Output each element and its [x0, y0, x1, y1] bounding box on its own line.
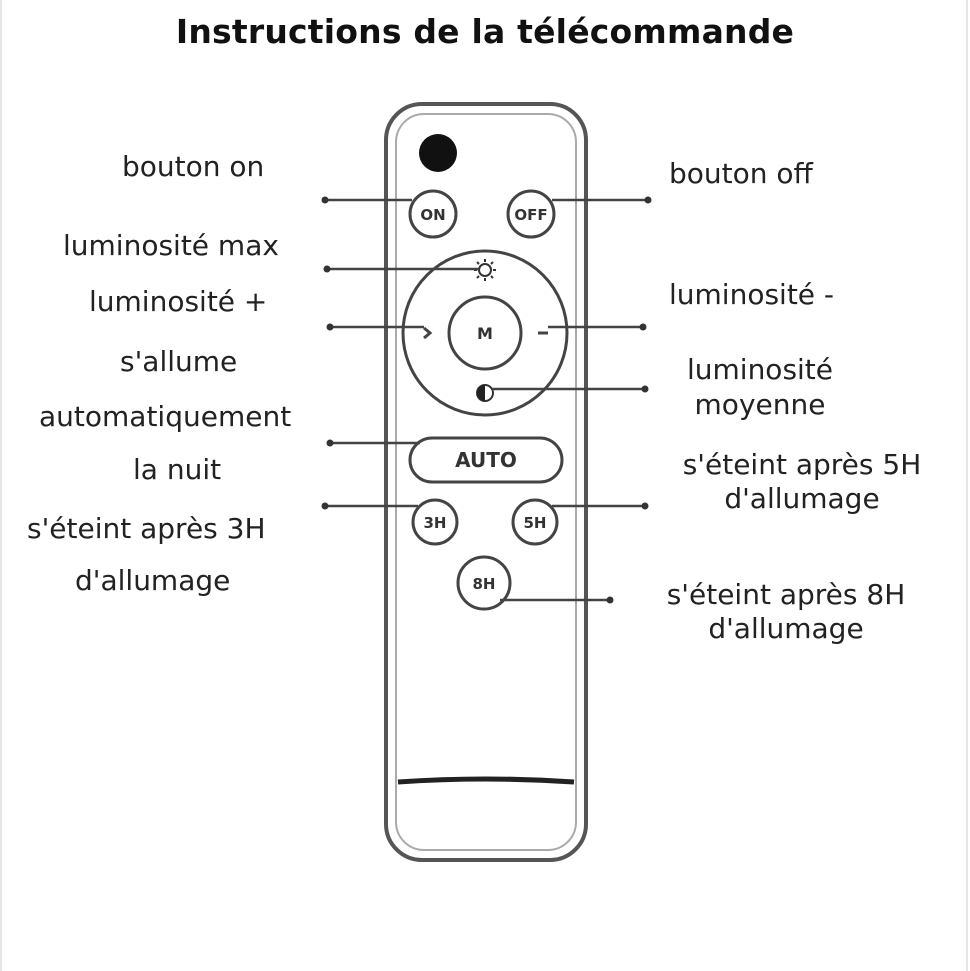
label-auto-line1: s'allume	[120, 345, 238, 378]
half-brightness-icon[interactable]	[476, 384, 494, 402]
label-3h-line2: d'allumage	[75, 564, 231, 597]
timer-3h-button[interactable]: 3H	[411, 498, 459, 546]
ir-emitter	[419, 134, 457, 172]
leader-dot-off	[644, 196, 652, 204]
label-luminosite-plus: luminosité +	[89, 285, 268, 318]
off-button-label: OFF	[514, 206, 547, 224]
timer-8h-label: 8H	[473, 575, 496, 593]
auto-button[interactable]: AUTO	[408, 436, 564, 484]
remote-body-inner-outline	[395, 113, 577, 851]
brightness-plus-arrow-icon[interactable]	[423, 326, 433, 340]
timer-5h-label: 5H	[524, 514, 547, 532]
timer-3h-label: 3H	[424, 514, 447, 532]
timer-8h-button[interactable]: 8H	[456, 555, 512, 611]
label-medium-line1: luminosité	[686, 353, 834, 386]
page-title: Instructions de la télécommande	[175, 12, 795, 51]
leader-dot-medium	[641, 385, 649, 393]
off-button[interactable]: OFF	[506, 189, 556, 239]
auto-button-label: AUTO	[455, 448, 517, 472]
label-8h-line2: d'allumage	[708, 612, 864, 645]
on-button[interactable]: ON	[408, 189, 458, 239]
left-edge-line	[0, 0, 2, 971]
sun-icon[interactable]	[474, 259, 496, 281]
label-auto-line2: automatiquement	[39, 400, 292, 433]
label-auto-line3: la nuit	[133, 453, 222, 486]
label-luminosite-max: luminosité max	[63, 229, 279, 262]
on-button-label: ON	[420, 206, 445, 224]
label-bouton-on: bouton on	[122, 150, 265, 183]
leader-dot-max	[323, 265, 331, 273]
leader-dot-3h	[321, 502, 329, 510]
label-8h-line1: s'éteint après 8H	[666, 578, 906, 611]
label-luminosite-moins: luminosité -	[669, 278, 835, 311]
leader-dot-5h	[641, 502, 649, 510]
label-bouton-off: bouton off	[669, 157, 813, 190]
leader-dot-plus	[326, 323, 334, 331]
leader-dot-8h	[606, 596, 614, 604]
leader-dot-minus	[639, 323, 647, 331]
mode-button-label: M	[477, 324, 493, 343]
label-medium-line2: moyenne	[694, 388, 826, 421]
label-5h-line2: d'allumage	[724, 482, 880, 515]
battery-cover-line	[397, 776, 575, 785]
right-edge-line	[966, 0, 968, 971]
leader-dot-on	[321, 196, 329, 204]
leader-dot-auto	[326, 439, 334, 447]
timer-5h-button[interactable]: 5H	[511, 498, 559, 546]
mode-button[interactable]: M	[447, 295, 523, 371]
label-5h-line1: s'éteint après 5H	[682, 448, 922, 481]
label-3h-line1: s'éteint après 3H	[27, 512, 266, 545]
